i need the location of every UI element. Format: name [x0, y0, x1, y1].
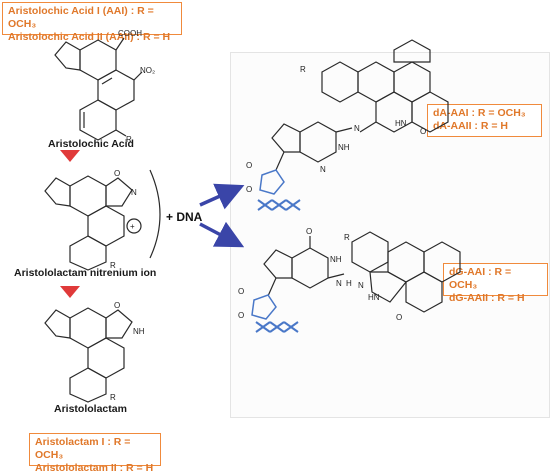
red-arrow-1	[60, 150, 80, 162]
nh-guanine-dg: NH	[330, 255, 342, 264]
deoxyribose-dg	[251, 294, 277, 320]
nh-purine-da: NH	[338, 143, 350, 152]
al1-definition: Aristolactam I : R = OCH₃	[35, 436, 131, 461]
cooh-atom: COOH	[118, 29, 142, 38]
hn-lactam-da: HN	[395, 119, 407, 128]
o-sugar-dg-1: O	[238, 287, 244, 296]
carbonyl-o-atom-2: O	[114, 301, 120, 310]
hn-lactam-dg: HN	[368, 293, 380, 302]
o-sugar-da-2: O	[246, 185, 252, 194]
plus-charge: +	[130, 222, 135, 231]
deoxyribose-da	[259, 169, 285, 195]
o-lactam-da: O	[420, 127, 426, 136]
da-aa2-definition: dA-AAII : R = H	[433, 120, 508, 132]
n-linker-dg: N	[358, 281, 364, 290]
o-lactam-dg: O	[396, 313, 402, 322]
dg-adduct-structure	[263, 231, 461, 313]
dna-helix-da	[257, 199, 301, 211]
nitrogen-atom-1: N	[131, 188, 137, 197]
carbonyl-o-atom-1: O	[114, 169, 120, 178]
dg-aa2-definition: dG-AAII : R = H	[449, 292, 525, 304]
aa2-definition: Aristolochic Acid II (AAII) : R = H	[8, 31, 171, 43]
nitrenium-ion-structure	[44, 169, 161, 271]
nitrenium-ion-label: Aristololactam nitrenium ion	[14, 267, 157, 279]
n-guanine-dg: N	[336, 279, 342, 288]
blue-arrow-to-dg	[199, 221, 245, 248]
n-linker-da: N	[354, 124, 360, 133]
r-substituent-dg: R	[344, 233, 350, 242]
r-substituent-1: R	[126, 135, 132, 144]
h-linker-dg: H	[346, 279, 352, 288]
n-purine-da: N	[320, 165, 326, 174]
da-adduct-structure	[271, 39, 449, 171]
no2-atom: NO₂	[140, 66, 155, 75]
aristolochic-acid-structure	[54, 37, 143, 141]
blue-arrow-to-da	[199, 183, 245, 210]
o-guanine-dg: O	[306, 227, 312, 236]
aristololactam-label: Aristololactam	[54, 403, 127, 415]
o-sugar-da-1: O	[246, 161, 252, 170]
dg-aa1-definition: dG-AAI : R = OCH₃	[449, 266, 512, 291]
da-adduct-definition-box: dA-AAI : R = OCH₃ dA-AAII : R = H	[427, 104, 542, 137]
r-substituent-da: R	[300, 65, 306, 74]
aristololactam-structure	[44, 307, 133, 403]
dna-helix-dg	[255, 321, 299, 333]
o-sugar-dg-2: O	[238, 311, 244, 320]
aa1-definition: Aristolochic Acid I (AAI) : R = OCH₃	[8, 5, 154, 30]
aristolochic-acid-label: Aristolochic Acid	[48, 138, 134, 150]
aa-definition-box: Aristolochic Acid I (AAI) : R = OCH₃ Ari…	[2, 2, 182, 43]
red-arrow-2	[60, 286, 80, 298]
r-substituent-2: R	[110, 261, 116, 270]
nh-atom-1: NH	[133, 327, 145, 336]
plus-dna-label: + DNA	[166, 210, 203, 224]
r-substituent-3: R	[110, 393, 116, 402]
da-aa1-definition: dA-AAI : R = OCH₃	[433, 107, 526, 119]
